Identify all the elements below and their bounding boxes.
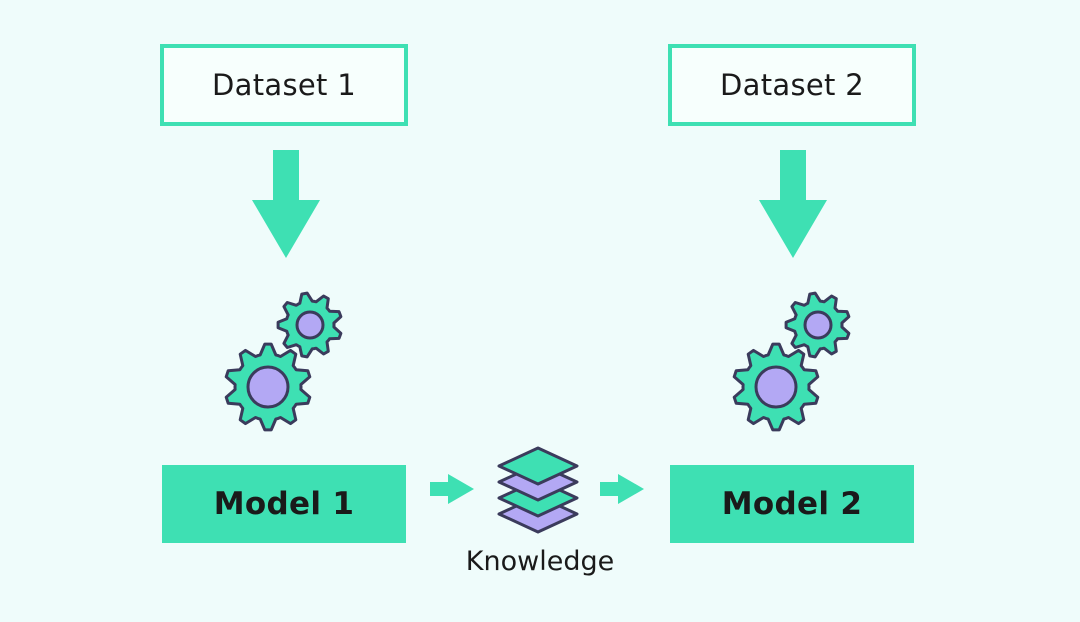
model-1-box: Model 1 bbox=[162, 465, 406, 543]
dataset-1-label: Dataset 1 bbox=[212, 68, 356, 102]
dataset-1-box: Dataset 1 bbox=[160, 44, 408, 126]
dataset-2-label: Dataset 2 bbox=[720, 68, 864, 102]
layers-stack-icon bbox=[497, 446, 579, 534]
small-gear-icon bbox=[784, 291, 851, 359]
small-gear-icon bbox=[276, 291, 343, 359]
model-2-box: Model 2 bbox=[670, 465, 914, 543]
gears-1-icon bbox=[224, 291, 343, 432]
large-gear-icon bbox=[732, 342, 820, 432]
large-gear-icon bbox=[224, 342, 312, 432]
down-arrow-1-icon bbox=[252, 150, 320, 258]
down-arrow-2-icon bbox=[759, 150, 827, 258]
gears-2-icon bbox=[732, 291, 851, 432]
right-arrow-1-icon bbox=[430, 474, 474, 504]
dataset-2-box: Dataset 2 bbox=[668, 44, 916, 126]
knowledge-label: Knowledge bbox=[465, 546, 615, 577]
model-1-label: Model 1 bbox=[213, 486, 355, 522]
right-arrow-2-icon bbox=[600, 474, 644, 504]
model-2-label: Model 2 bbox=[721, 486, 863, 522]
